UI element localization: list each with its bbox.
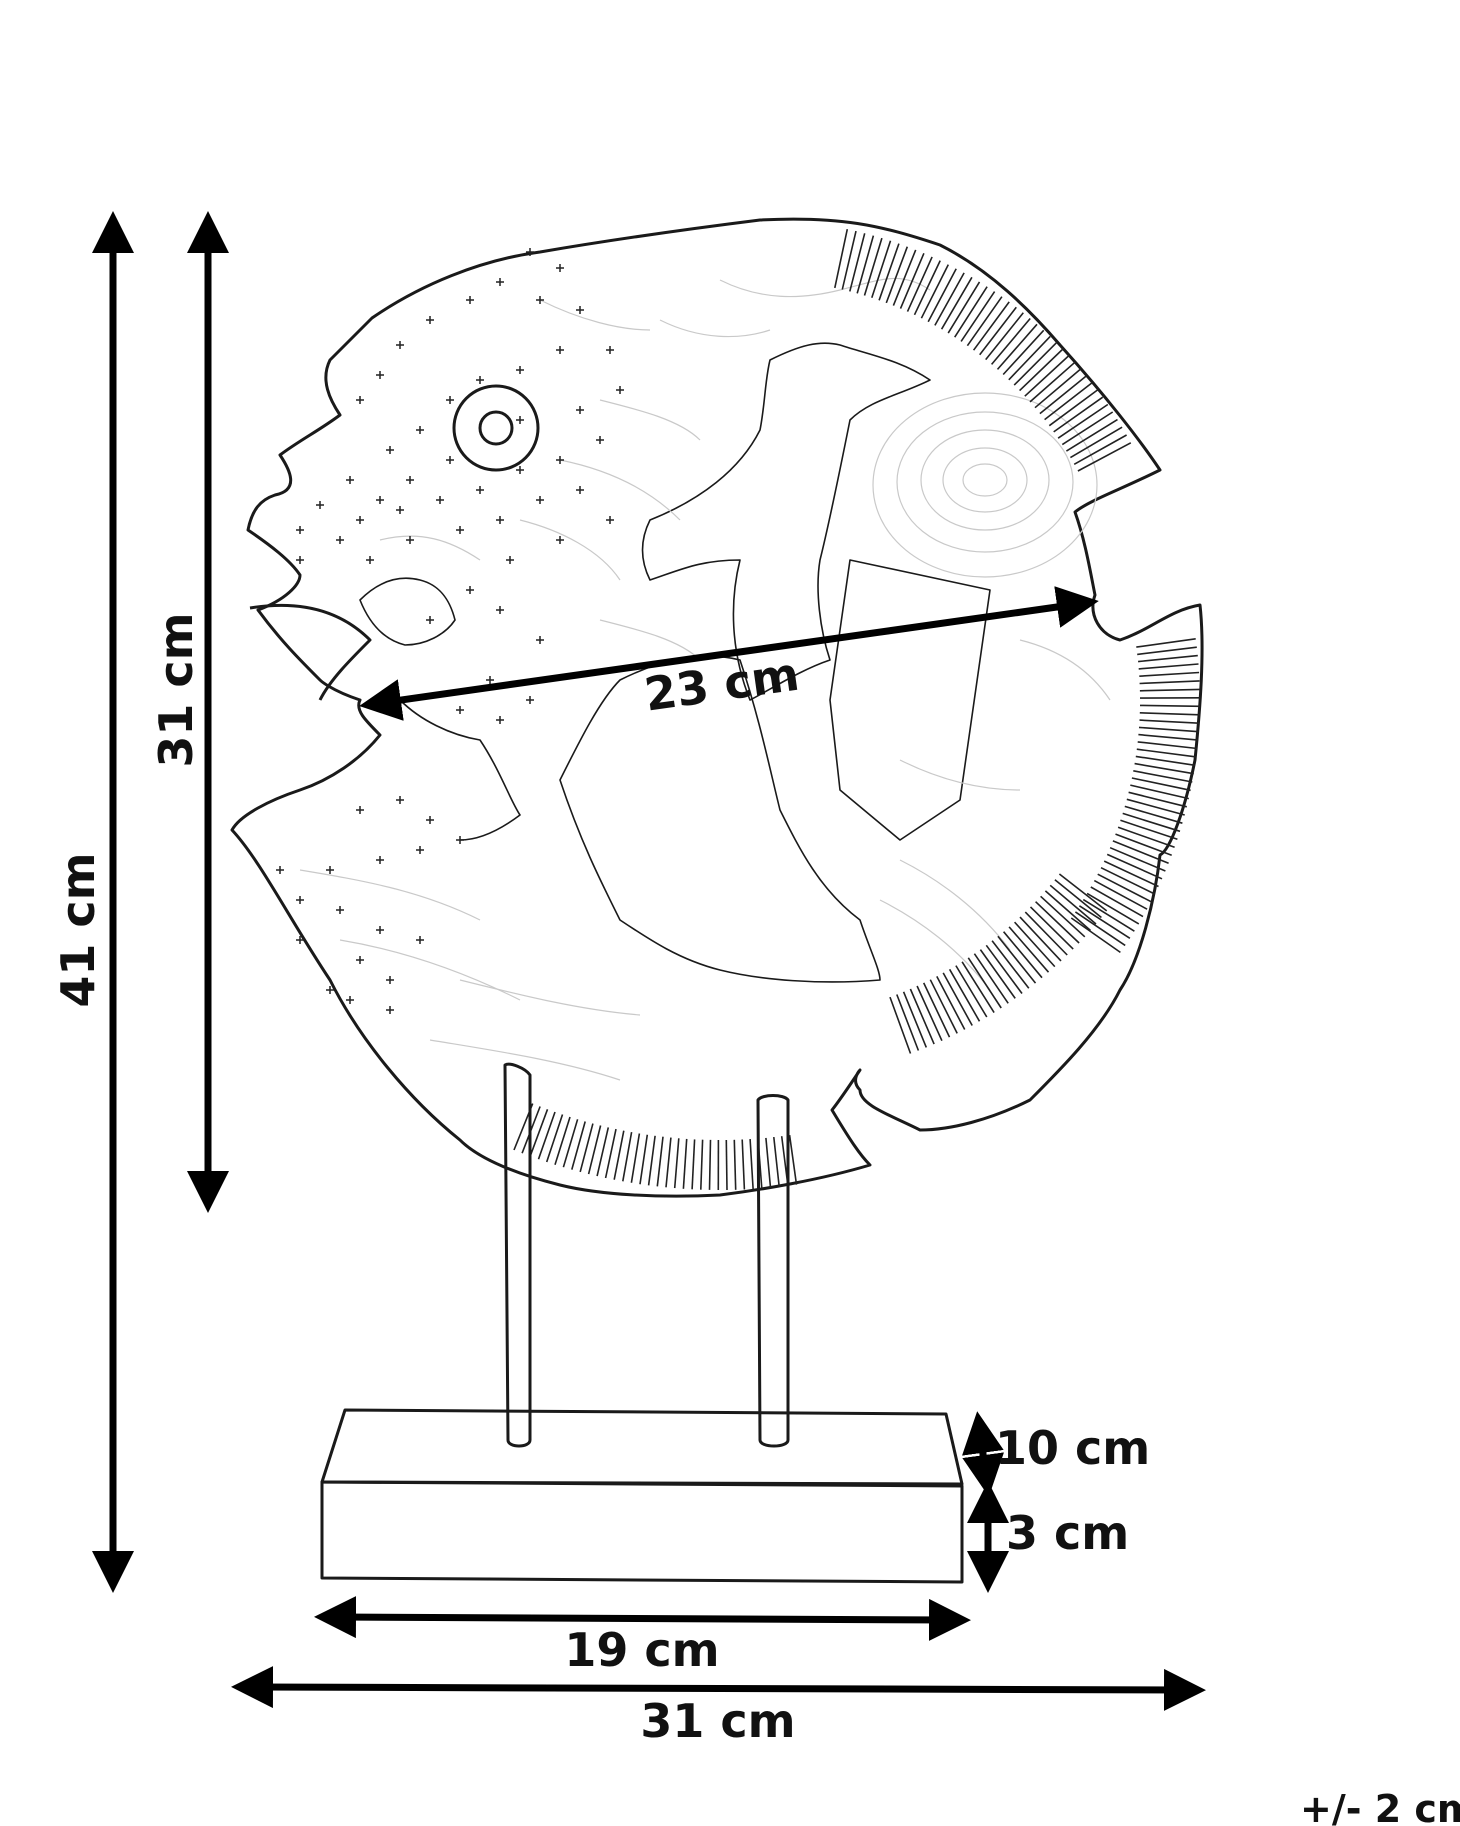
base-width-arrow [314, 1596, 971, 1641]
total-height-label: 41 cm [51, 852, 105, 1007]
fin-hatching [513, 229, 1201, 1191]
fish-mouth [249, 603, 372, 701]
stand-base-top [320, 1408, 964, 1486]
total-width-arrow [231, 1666, 1206, 1711]
stand [320, 1062, 964, 1584]
stand-post-left [503, 1062, 532, 1448]
body-diameter-label: 23 cm [641, 647, 802, 722]
post-height-label: 10 cm [995, 1421, 1150, 1475]
fish-eye-inner [478, 410, 514, 446]
post-height-arrow [962, 1411, 1004, 1497]
fish-eye-outer [452, 384, 540, 472]
base-width-label: 19 cm [564, 1623, 719, 1677]
stand-base-front [320, 1480, 964, 1584]
stand-post-right [756, 1094, 790, 1448]
total-width-label: 31 cm [640, 1694, 795, 1748]
fish-body-outline [230, 217, 1204, 1198]
dimension-arrows [92, 211, 1206, 1711]
body-height-label: 31 cm [149, 612, 203, 767]
body-diameter-arrow [359, 586, 1099, 721]
tolerance-label: +/- 2 cm [1300, 1787, 1460, 1826]
fish-lower-fold [399, 699, 521, 841]
fish-gill [359, 577, 456, 646]
fish-fin-panel [829, 559, 991, 841]
base-height-label: 3 cm [1006, 1506, 1129, 1560]
dimension-labels: 41 cm 31 cm 23 cm 10 cm 3 cm 19 cm 31 cm… [51, 612, 1460, 1826]
